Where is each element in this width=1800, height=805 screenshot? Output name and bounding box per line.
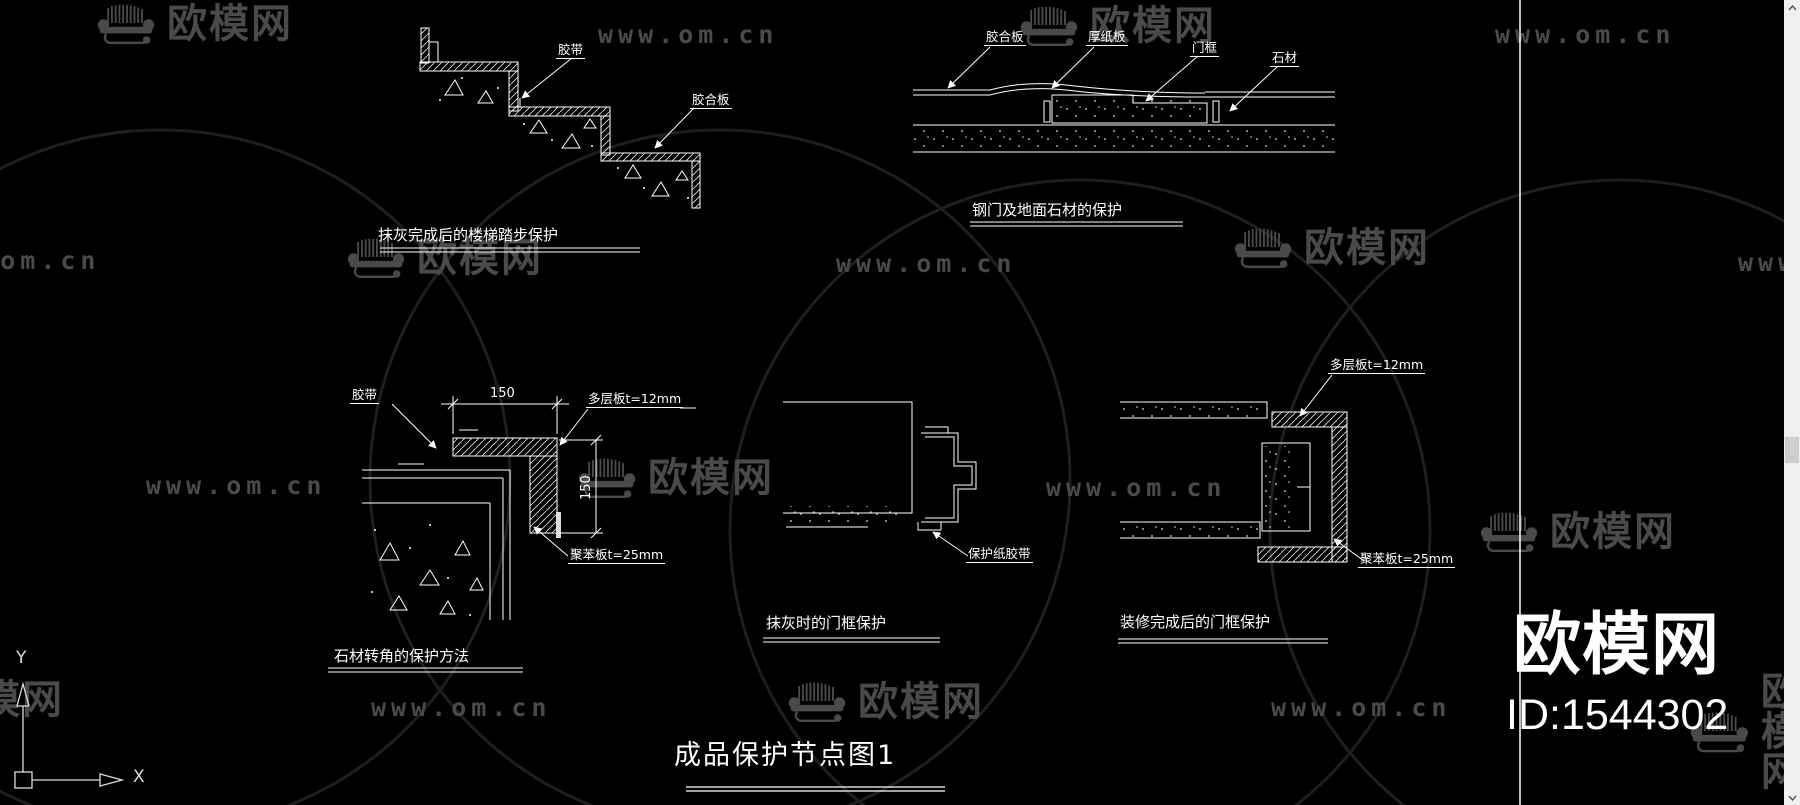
label-polystyrene-board: 聚苯板t=25mm <box>1358 551 1456 568</box>
label-tape: 胶带 <box>556 42 586 59</box>
watermark-url: www.om.cn <box>836 249 1017 278</box>
dim-150-horizontal: 150 <box>490 386 515 401</box>
chevron-up-icon <box>1787 4 1797 10</box>
label-stone: 石材 <box>1270 50 1300 67</box>
dim-150-vertical: 150 <box>579 475 594 500</box>
label-doorframe: 门框 <box>1190 40 1220 57</box>
scrollbar-thumb[interactable] <box>1785 437 1799 463</box>
site-logo: 欧模网 <box>1513 606 1721 685</box>
watermark-brand: 欧模网 <box>576 456 774 500</box>
label-cardboard: 厚纸板 <box>1086 29 1128 46</box>
caption-steel-door: 钢门及地面石材的保护 <box>972 201 1123 219</box>
ucs-x-label: X <box>133 767 145 787</box>
vertical-scrollbar[interactable] <box>1784 0 1800 805</box>
scroll-down-button[interactable] <box>1784 790 1800 805</box>
label-multilayer-board: 多层板t=12mm <box>1328 357 1426 374</box>
caption-stone-corner: 石材转角的保护方法 <box>334 647 470 665</box>
caption-frame-plastering: 抹灰时的门框保护 <box>766 614 887 632</box>
watermark-url: www.om.cn <box>1271 693 1452 722</box>
scroll-up-button[interactable] <box>1784 0 1800 15</box>
watermark-brand: 欧模网 <box>1232 226 1430 270</box>
watermark-url-partial: www.om.cn <box>0 246 101 275</box>
watermark-url: www.om.cn <box>371 693 552 722</box>
ucs-y-label: Y <box>16 648 27 668</box>
watermark-url: www.om.cn <box>1046 473 1227 502</box>
label-plywood: 胶合板 <box>984 29 1026 46</box>
chevron-down-icon <box>1787 795 1797 801</box>
label-polystyrene-board: 聚苯板t=25mm <box>568 547 666 564</box>
caption-stair: 抹灰完成后的楼梯踏步保护 <box>378 226 559 244</box>
watermark-brand: 欧模网 <box>1478 510 1676 554</box>
label-protective-paper-tape: 保护纸胶带 <box>966 546 1033 563</box>
watermark-url: www.om.cn <box>598 20 779 49</box>
caption-frame-finished: 装修完成后的门框保护 <box>1120 613 1271 631</box>
watermark-url: www.om.cn <box>1495 20 1676 49</box>
model-id: ID:1544302 <box>1506 691 1729 739</box>
watermark-brand: 欧模网 <box>786 680 984 724</box>
watermark-brand: 欧模网 <box>95 2 293 46</box>
watermark-brand: 欧模网 <box>1018 4 1216 48</box>
label-plywood: 胶合板 <box>690 92 732 109</box>
watermark-brand-partial: 欧模网 <box>0 677 64 723</box>
label-tape: 胶带 <box>350 387 380 404</box>
sheet-title: 成品保护节点图1 <box>674 740 897 771</box>
watermark-url: www.om.cn <box>146 471 327 500</box>
watermark-brand: 欧模网 <box>345 236 543 280</box>
ucs-icon <box>14 681 125 789</box>
label-multilayer-board: 多层板t=12mm <box>586 391 684 408</box>
